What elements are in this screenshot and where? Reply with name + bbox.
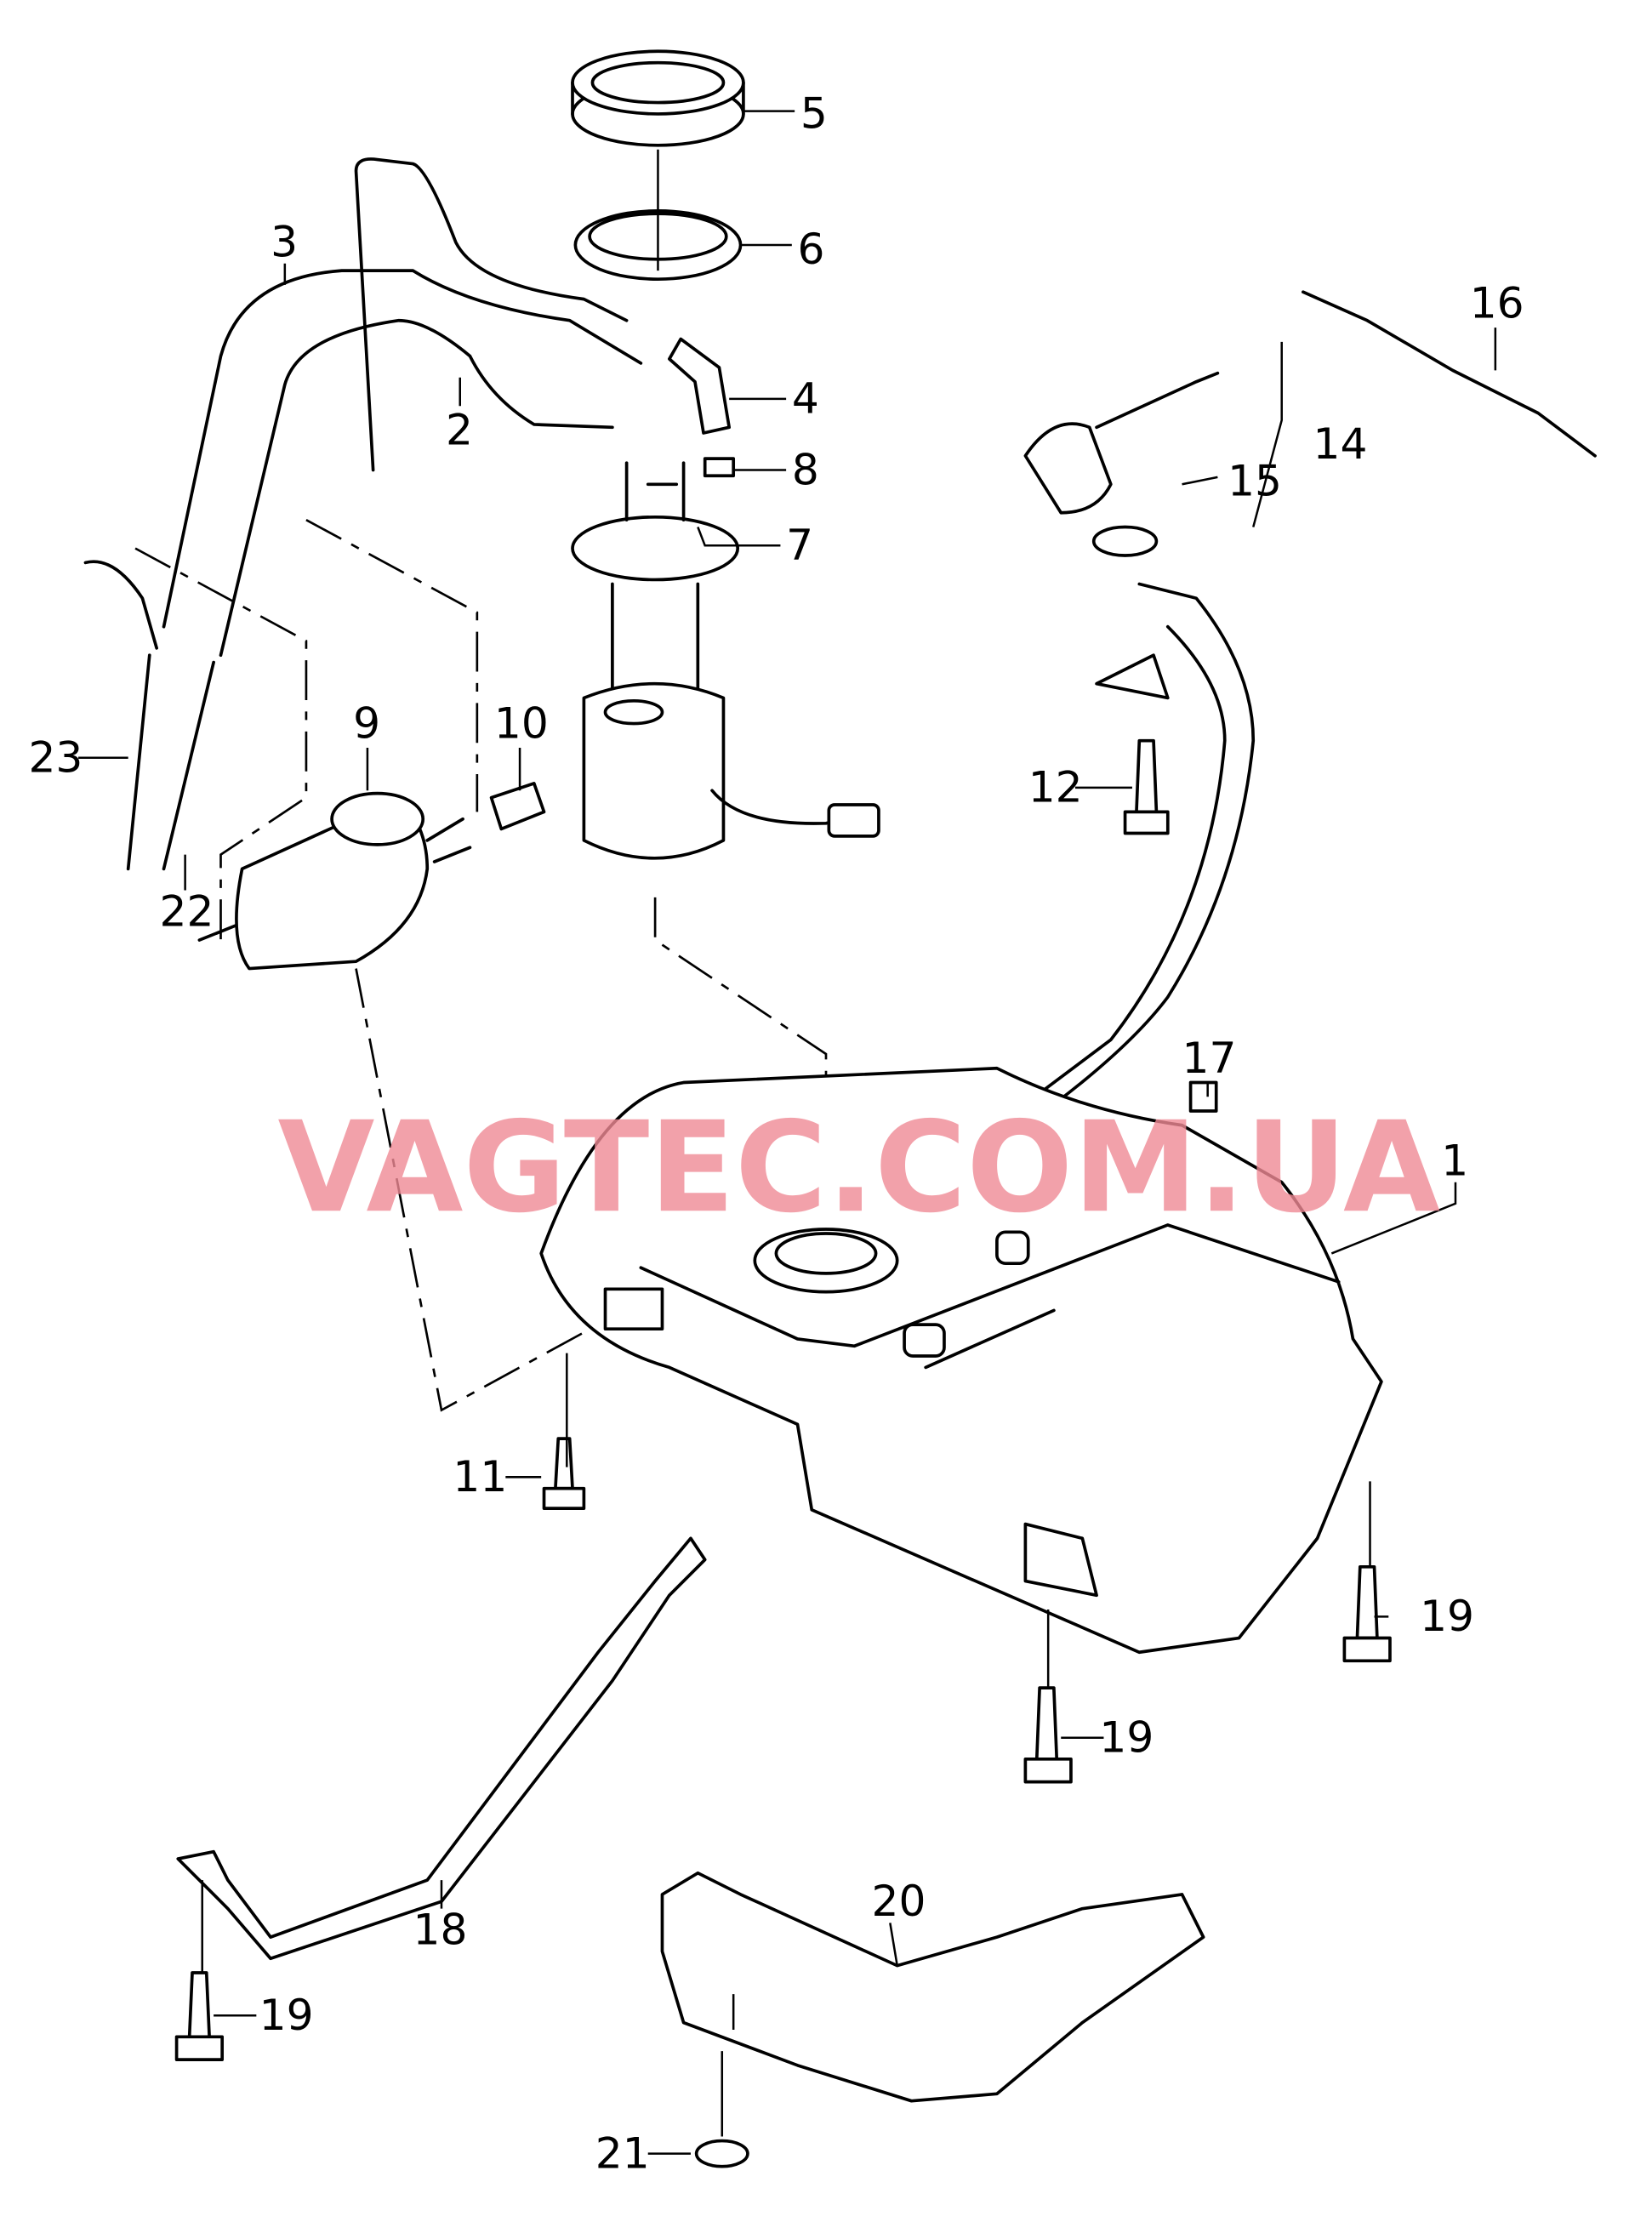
callout-23: 23 [28,732,83,782]
callout-22: 22 [160,886,214,936]
part-5-locking-ring [571,49,745,147]
callout-9: 9 [353,698,380,748]
part-4-hose [668,337,732,435]
callout-16: 16 [1470,277,1524,328]
leader-lines [78,110,1497,2155]
callout-1: 1 [1441,1135,1468,1185]
callout-3: 3 [271,216,298,266]
callout-labels: 1 2 3 4 5 6 7 8 9 10 11 12 14 15 16 17 1… [28,88,1524,2179]
callout-8: 8 [792,444,819,494]
callout-15: 15 [1228,456,1282,506]
callout-18: 18 [413,1904,467,1954]
part-8-clamp [703,457,736,478]
watermark: VAGTEC.COM.UA [277,1094,1440,1240]
part-20-heat-shield [660,1871,1205,2103]
part-14-filler-cap [1023,371,1220,557]
callout-17: 17 [1182,1033,1237,1083]
callout-21: 21 [595,2128,650,2178]
callout-19: 19 [1420,1591,1474,1641]
callout-14: 14 [1313,419,1368,469]
callout-12: 12 [1028,762,1083,812]
part-18-tank-strap [176,1536,707,1961]
callout-4: 4 [792,373,819,424]
callout-6: 6 [798,224,825,274]
filler-neck [995,582,1256,1127]
part-17-grommet [1188,1080,1218,1113]
callout-7: 7 [786,520,813,570]
part-7-fuel-pump-module [571,461,880,860]
callout-5: 5 [800,88,828,139]
callout-19: 19 [259,1990,314,2040]
part-9-fuel-filter [197,791,472,971]
fuel-lines [83,157,643,871]
part-1-fuel-tank [539,1066,1383,1655]
callout-11: 11 [453,1451,507,1501]
part-16-wiring-harness [1301,290,1597,458]
bolts [174,738,1392,2168]
callout-19: 19 [1099,1712,1154,1762]
callout-20: 20 [872,1876,926,1926]
callout-10: 10 [494,698,549,748]
part-10-connector [489,782,546,831]
callout-2: 2 [446,404,473,454]
